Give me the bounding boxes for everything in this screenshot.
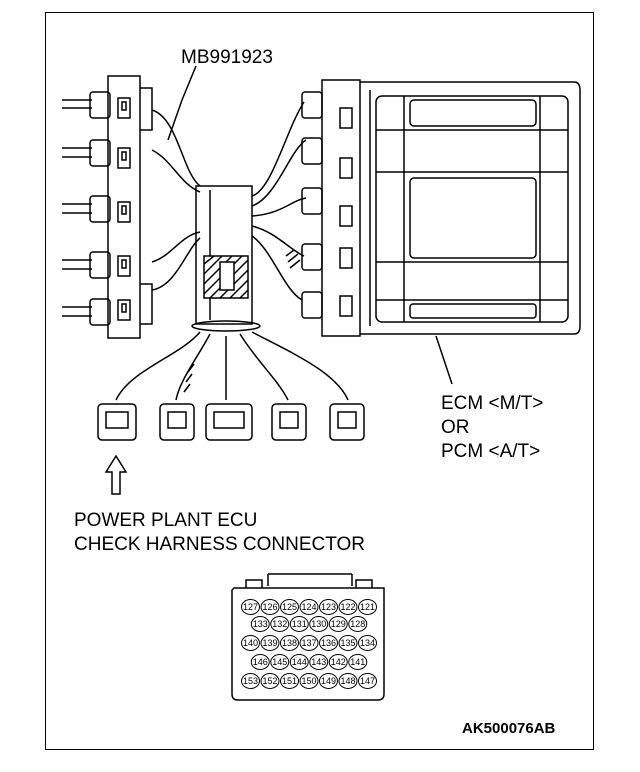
pin-circle bbox=[358, 635, 377, 651]
pin-number: 146 bbox=[253, 657, 268, 667]
tool-leader-line bbox=[167, 65, 197, 141]
pin-circle bbox=[309, 616, 329, 632]
pin-number: 140 bbox=[243, 638, 258, 648]
pin-number: 137 bbox=[301, 638, 316, 648]
check-connectors bbox=[97, 403, 365, 441]
pin-circle bbox=[260, 599, 280, 615]
pin-circle bbox=[260, 673, 280, 689]
pin-circle bbox=[338, 673, 358, 689]
pin-number: 125 bbox=[282, 602, 297, 612]
pin-circle bbox=[241, 673, 260, 689]
ecm-label-line1: ECM <M/T> bbox=[441, 393, 544, 414]
pin-circle bbox=[241, 635, 260, 651]
pin-number: 149 bbox=[321, 676, 336, 686]
pin-number: 131 bbox=[292, 619, 307, 629]
tool-label: MB991923 bbox=[181, 47, 273, 68]
pin-number: 136 bbox=[321, 638, 336, 648]
harness-hub bbox=[115, 101, 349, 401]
pin-circle bbox=[358, 599, 377, 615]
pin-circle bbox=[299, 673, 319, 689]
pin-circle bbox=[280, 599, 299, 615]
pin-number: 153 bbox=[243, 676, 258, 686]
pin-number: 133 bbox=[253, 619, 268, 629]
pin-number: 129 bbox=[331, 619, 346, 629]
pin-number: 132 bbox=[272, 619, 287, 629]
pin-number: 152 bbox=[262, 676, 277, 686]
pin-number: 121 bbox=[360, 602, 375, 612]
pin-circle bbox=[338, 635, 358, 651]
pin-circle bbox=[250, 654, 270, 670]
pin-circle bbox=[241, 599, 260, 615]
pin-number: 124 bbox=[301, 602, 316, 612]
pin-circle bbox=[328, 654, 348, 670]
ecm-plugs bbox=[301, 79, 361, 337]
left-connector-block bbox=[62, 75, 153, 339]
pin-circle bbox=[270, 654, 290, 670]
ecm-label-line2: OR bbox=[441, 417, 470, 438]
pin-number: 122 bbox=[340, 602, 355, 612]
pin-number: 138 bbox=[282, 638, 297, 648]
figure-code: AK500076AB bbox=[462, 720, 556, 737]
pin-circle bbox=[280, 635, 299, 651]
pin-circle bbox=[319, 599, 338, 615]
connector-pin-face bbox=[231, 573, 385, 701]
pin-circle bbox=[299, 599, 319, 615]
pin-circle bbox=[348, 616, 368, 632]
pin-number: 144 bbox=[292, 657, 307, 667]
pin-circle bbox=[338, 599, 358, 615]
pin-circle bbox=[270, 616, 290, 632]
pin-number: 128 bbox=[350, 619, 365, 629]
pin-circle bbox=[319, 635, 338, 651]
pin-number: 123 bbox=[321, 602, 336, 612]
pin-number: 139 bbox=[262, 638, 277, 648]
pin-number: 142 bbox=[331, 657, 346, 667]
pin-number: 150 bbox=[301, 676, 316, 686]
pin-circle bbox=[289, 654, 309, 670]
pin-number: 151 bbox=[282, 676, 297, 686]
pin-number: 126 bbox=[262, 602, 277, 612]
pin-circle bbox=[319, 673, 338, 689]
pin-number: 134 bbox=[360, 638, 375, 648]
pin-number: 127 bbox=[243, 602, 258, 612]
pin-number: 148 bbox=[340, 676, 355, 686]
pin-circle bbox=[250, 616, 270, 632]
pin-number: 147 bbox=[360, 676, 375, 686]
pin-circle bbox=[260, 635, 280, 651]
pin-circle bbox=[328, 616, 348, 632]
check-connector-label-line2: CHECK HARNESS CONNECTOR bbox=[74, 534, 366, 555]
pin-number: 141 bbox=[350, 657, 365, 667]
pin-number: 135 bbox=[340, 638, 355, 648]
pin-circle bbox=[309, 654, 329, 670]
pin-number: 145 bbox=[272, 657, 287, 667]
pin-circle bbox=[289, 616, 309, 632]
pin-grid: 127 126 125 124 123 122 121 133 132 131 130 129 128 1… bbox=[241, 599, 377, 689]
check-connector-label-line1: POWER PLANT ECU bbox=[74, 510, 258, 531]
pin-circle bbox=[348, 654, 368, 670]
up-arrow-icon bbox=[104, 454, 128, 495]
ecm-body bbox=[360, 81, 581, 335]
ecm-leader-line bbox=[435, 335, 453, 385]
pin-circle bbox=[299, 635, 319, 651]
figure-frame bbox=[45, 12, 594, 750]
pin-circle bbox=[358, 673, 377, 689]
pin-circle bbox=[280, 673, 299, 689]
ecm-label-line3: PCM <A/T> bbox=[441, 441, 541, 462]
pin-number: 130 bbox=[311, 619, 326, 629]
pin-number: 143 bbox=[311, 657, 326, 667]
